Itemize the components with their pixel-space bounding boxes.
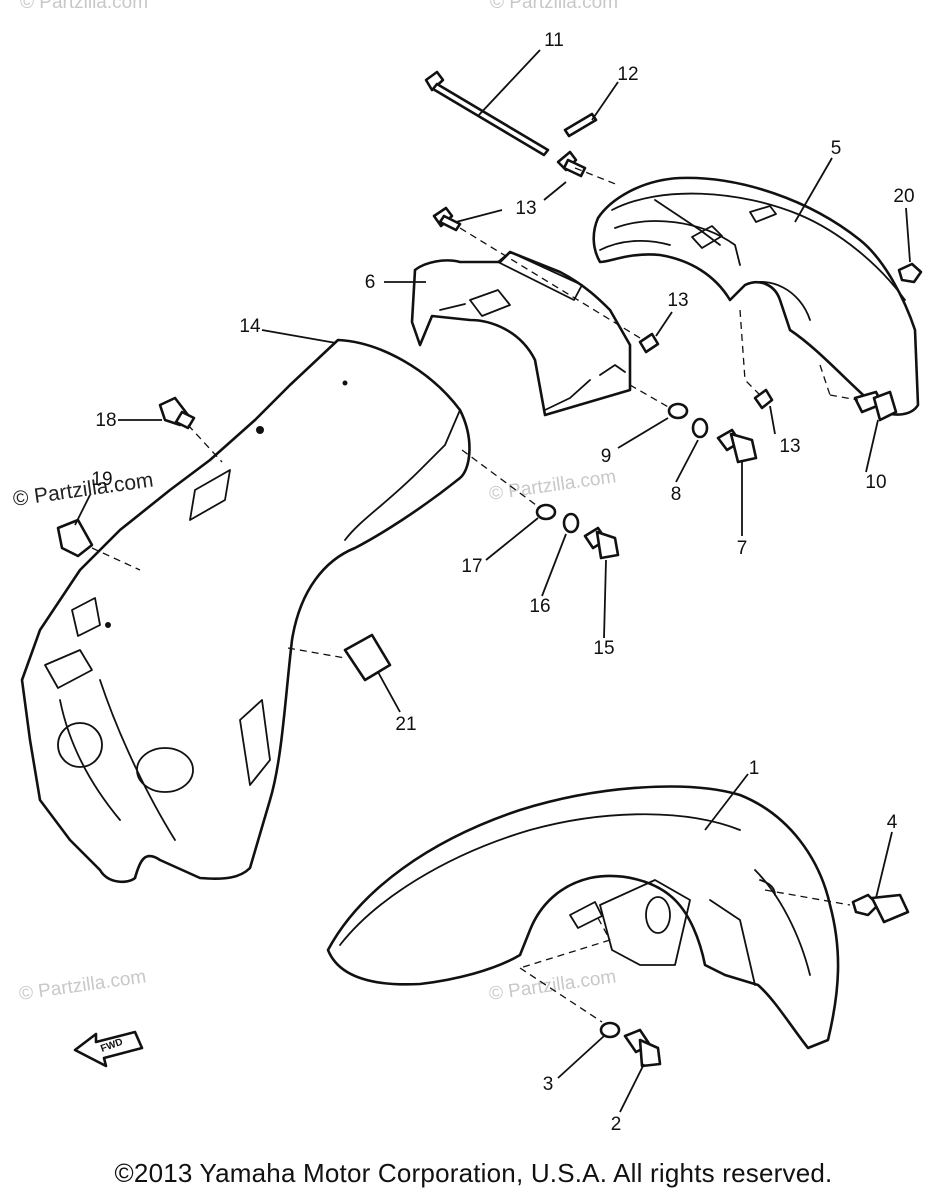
watermark: © Partzilla.com	[488, 966, 618, 1005]
alignment-lines	[91, 167, 859, 1023]
callout-2: 2	[611, 1114, 622, 1135]
callout-13: 13	[667, 290, 688, 311]
part-4-grommet	[851, 893, 910, 924]
part-8-washer	[691, 417, 709, 439]
callout-15: 15	[593, 638, 614, 659]
leader-lines	[74, 49, 911, 1113]
part-18-clip	[158, 396, 196, 430]
callout-13: 13	[779, 436, 800, 457]
part-6-bracket	[410, 250, 632, 417]
part-16-washer	[562, 512, 580, 534]
part-10-bolt	[853, 390, 898, 422]
part-15-bolt	[583, 526, 620, 560]
part-14-rear-fender	[20, 338, 471, 884]
callout-numbers: 11 12 13 13 6 13 5 20 14 18 19 9 8 7 10 …	[91, 30, 914, 1135]
part-13-bolts	[432, 150, 774, 410]
callout-3: 3	[543, 1074, 554, 1095]
part-11-long-bolt	[424, 70, 550, 157]
watermark: © Partzilla.com	[488, 466, 618, 505]
watermark: © Partzilla.com	[490, 0, 618, 13]
part-19-clip	[56, 518, 94, 558]
callout-1: 1	[749, 758, 760, 779]
part-12-clip	[563, 112, 598, 138]
callout-8: 8	[671, 484, 682, 505]
callout-17: 17	[461, 556, 482, 577]
callout-12: 12	[617, 64, 638, 85]
part-17-washer	[535, 503, 557, 521]
fwd-arrow-icon: FWD	[73, 1030, 144, 1068]
callout-11: 11	[544, 30, 564, 51]
part-20-nut	[897, 262, 923, 284]
part-3-washer	[599, 1021, 621, 1039]
watermark: © Partzilla.com	[11, 468, 154, 510]
part-5-fender-section	[592, 176, 920, 416]
callout-9: 9	[601, 446, 612, 467]
copyright-notice: ©2013 Yamaha Motor Corporation, U.S.A. A…	[114, 1158, 833, 1188]
part-9-washer	[667, 402, 689, 420]
callout-20: 20	[893, 186, 914, 207]
callout-7: 7	[737, 538, 748, 559]
callout-14: 14	[239, 316, 261, 337]
callout-21: 21	[395, 714, 416, 735]
callout-18: 18	[95, 410, 116, 431]
watermark: © Partzilla.com	[18, 966, 148, 1005]
callout-4: 4	[887, 812, 898, 833]
part-21-pad	[343, 633, 392, 682]
callout-16: 16	[529, 596, 550, 617]
callout-6: 6	[365, 272, 376, 293]
callout-19: 19	[91, 469, 112, 490]
part-1-front-fender	[326, 785, 840, 1050]
callout-13: 13	[515, 198, 536, 219]
callout-5: 5	[831, 138, 842, 159]
callout-10: 10	[865, 472, 886, 493]
part-7-bolt	[716, 428, 758, 464]
part-2-bolt	[623, 1028, 662, 1068]
watermark: © Partzilla.com	[20, 0, 148, 13]
